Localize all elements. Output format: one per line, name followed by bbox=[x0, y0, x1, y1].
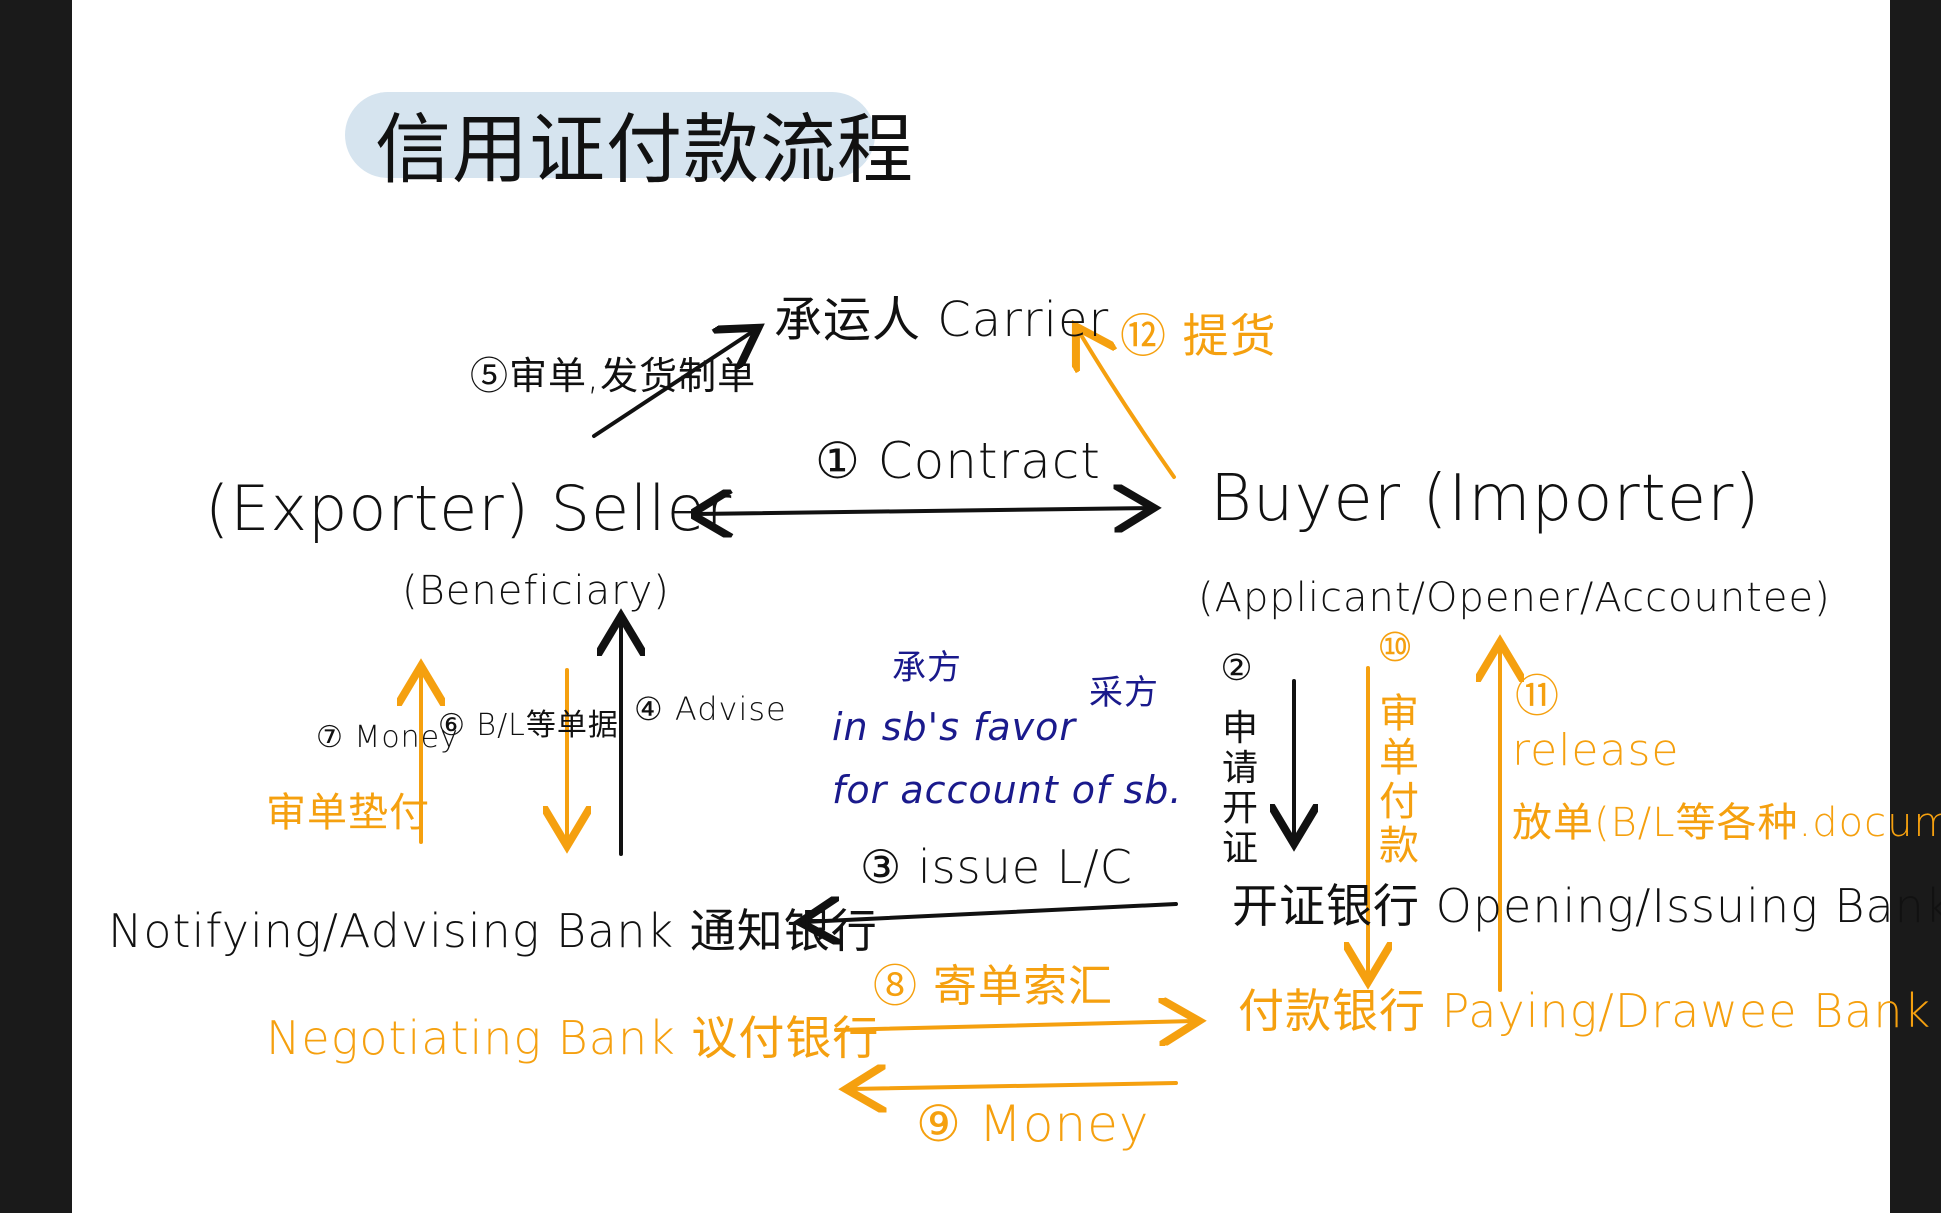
send-docs-arrow bbox=[834, 1021, 1195, 1030]
issuing-bank-node: 开证银行 Opening/Issuing Bank bbox=[1232, 879, 1941, 933]
release-note: 放单(B/L等各种.document bbox=[1512, 800, 1941, 846]
step7-note: 审单垫付 bbox=[266, 790, 430, 836]
advising-bank-node: Notifying/Advising Bank 通知银行 bbox=[108, 904, 878, 958]
paying-bank-node: 付款银行 Paying/Drawee Bank bbox=[1238, 984, 1932, 1038]
step8-label: ⑧ 寄单索汇 bbox=[873, 961, 1113, 1012]
step2-label: ② 申请开证 bbox=[1216, 648, 1257, 869]
negotiating-bank-node: Negotiating Bank 议付银行 bbox=[266, 1011, 880, 1065]
release-label: release bbox=[1512, 725, 1680, 776]
receiver-note: 承方 bbox=[892, 648, 962, 688]
step11-label: ⑪ bbox=[1515, 671, 1560, 722]
issue-lc-arrow bbox=[804, 904, 1178, 922]
in-favor-note: in sb's favor bbox=[832, 705, 1076, 749]
title-highlight bbox=[345, 92, 875, 178]
applicant-label: (Applicant/Opener/Accountee) bbox=[1198, 575, 1831, 621]
pickup-arrow bbox=[1078, 330, 1176, 479]
step10-label: ⑩ 审单付款 bbox=[1372, 625, 1418, 868]
step7-label: ⑦ Money bbox=[316, 720, 459, 755]
beneficiary-label: (Beneficiary) bbox=[402, 568, 670, 614]
money-back-arrow bbox=[850, 1083, 1178, 1089]
step1-label: ① Contract bbox=[815, 432, 1101, 490]
opener-note: 采方 bbox=[1089, 673, 1159, 713]
seller-node: (Exporter) Seller bbox=[205, 472, 733, 545]
ship-arrow bbox=[592, 330, 755, 438]
buyer-node: Buyer (Importer) bbox=[1210, 462, 1761, 536]
step12-label: ⑫ 提货 bbox=[1120, 309, 1277, 363]
step3-label: ③ issue L/C bbox=[860, 840, 1133, 894]
diagram-title: 信用证付款流程 bbox=[375, 105, 914, 194]
left-dark-border bbox=[0, 0, 72, 1213]
right-dark-border bbox=[1890, 0, 1941, 1213]
step4-label: ④ Advise bbox=[634, 690, 787, 728]
for-account-note: for account of sb. bbox=[832, 768, 1183, 812]
carrier-node: 承运人 Carrier bbox=[774, 292, 1110, 348]
contract-arrow bbox=[695, 508, 1150, 514]
step9-label: ⑨ Money bbox=[916, 1095, 1150, 1153]
step6-label: ⑥ B/L等单据 bbox=[438, 708, 619, 743]
step5-label: ⑤审单,发货制单 bbox=[470, 354, 757, 398]
